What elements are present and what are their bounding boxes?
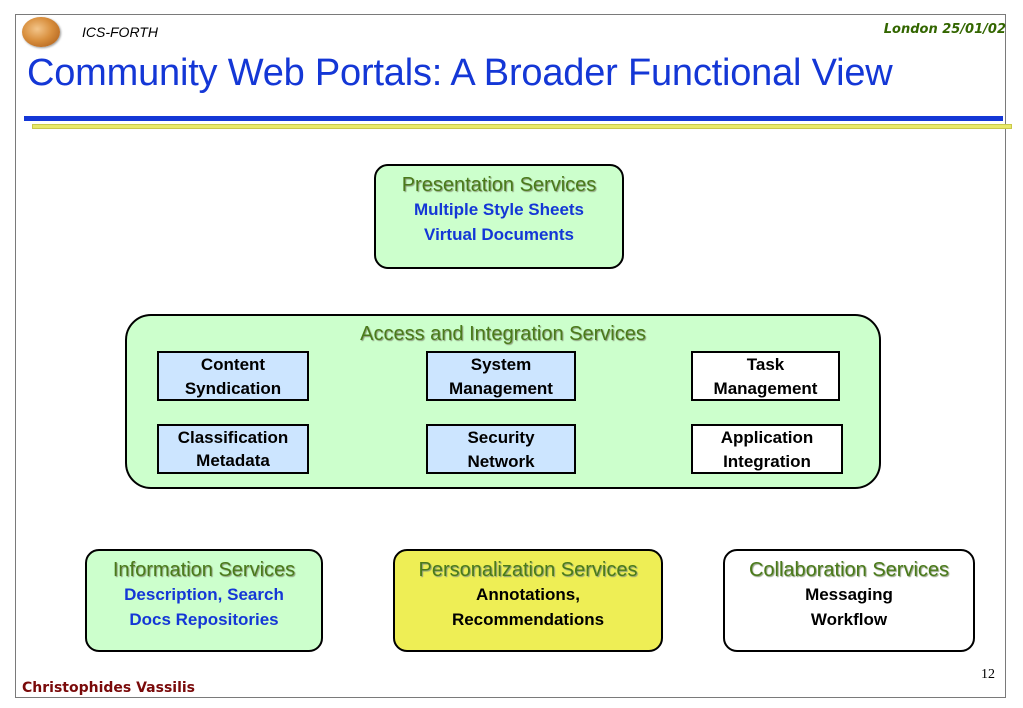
personalization-services-title: Personalization Services: [418, 559, 638, 581]
ics-forth-logo-icon: [22, 17, 60, 47]
personalization-services-item: Recommendations: [451, 610, 605, 629]
system-management-box: System Management: [426, 351, 576, 401]
security-network-box: Security Network: [426, 424, 576, 474]
classification-metadata-box: Classification Metadata: [157, 424, 309, 474]
personalization-services-item: Annotations,: [476, 585, 580, 604]
component-line: Management: [713, 379, 818, 398]
personalization-services-box: Personalization Services Annotations, Re…: [393, 549, 663, 652]
collaboration-services-item: Workflow: [810, 610, 888, 629]
information-services-title: Information Services: [112, 559, 296, 581]
component-line: Network: [467, 452, 535, 471]
collaboration-services-title: Collaboration Services: [748, 559, 950, 581]
slide-title: Community Web Portals: A Broader Functio…: [27, 52, 893, 94]
slide-frame: [15, 14, 1006, 698]
date-place-label: London 25/01/02: [883, 22, 1006, 37]
component-line: Integration: [723, 452, 811, 471]
component-line: Metadata: [196, 451, 270, 470]
component-line: Application: [720, 428, 814, 447]
component-line: Management: [449, 379, 553, 398]
task-management-box: Task Management: [691, 351, 840, 401]
collaboration-services-item: Messaging: [805, 585, 893, 604]
organization-label: ICS-FORTH: [82, 24, 158, 40]
title-underline-yellow: [32, 124, 1012, 129]
information-services-item: Docs Repositories: [129, 610, 279, 629]
content-syndication-box: Content Syndication: [157, 351, 309, 401]
presentation-services-title: Presentation Services: [401, 174, 597, 196]
component-line: System: [470, 355, 532, 374]
presentation-services-item: Multiple Style Sheets: [413, 200, 585, 219]
component-line: Content: [200, 355, 266, 374]
component-line: Classification: [177, 428, 289, 447]
title-underline-blue: [24, 116, 1003, 121]
component-line: Task: [746, 355, 785, 374]
author-label: Christophides Vassilis: [22, 680, 196, 696]
collaboration-services-box: Collaboration Services Messaging Workflo…: [723, 549, 975, 652]
component-line: Security: [467, 428, 535, 447]
access-integration-services-title: Access and Integration Services: [360, 323, 646, 345]
component-line: Syndication: [184, 379, 282, 398]
presentation-services-item: Virtual Documents: [424, 225, 574, 244]
page-number: 12: [981, 667, 995, 682]
information-services-box: Information Services Description, Search…: [85, 549, 323, 652]
application-integration-box: Application Integration: [691, 424, 843, 474]
information-services-item: Description, Search: [124, 585, 284, 604]
presentation-services-box: Presentation Services Multiple Style She…: [374, 164, 624, 269]
